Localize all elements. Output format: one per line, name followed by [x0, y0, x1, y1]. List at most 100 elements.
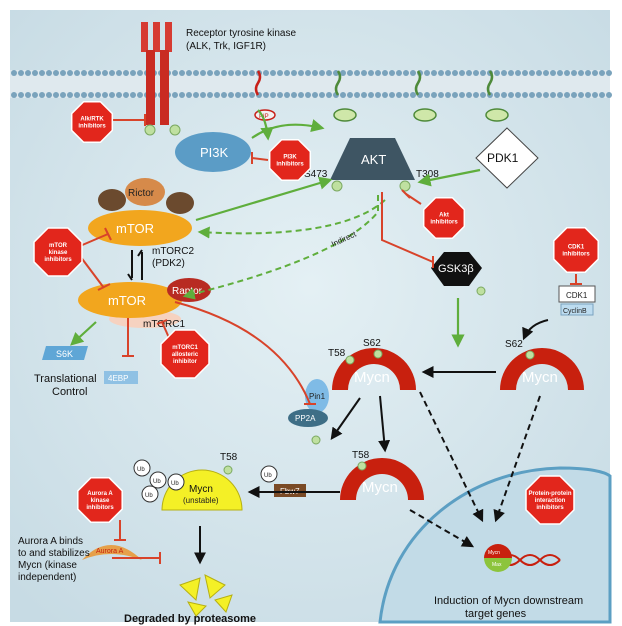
pp2a-label: PP2A — [295, 414, 316, 423]
rictor-node — [125, 178, 165, 206]
mtorc-equilibrium-arrows — [127, 249, 143, 281]
inhibitor-label-line: Alk/RTK — [80, 117, 104, 123]
t58-mid-label: T58 — [352, 450, 370, 461]
indirect-arrows — [182, 195, 386, 300]
rictor-label: Rictor — [128, 188, 155, 199]
cyclinb-label: CyclinB — [563, 308, 587, 315]
cell-membrane — [10, 70, 612, 98]
aurora-caption-3: Mycn (kinase — [18, 560, 77, 571]
degraded-caption: Degraded by proteasome — [124, 613, 256, 625]
pi3k-node — [175, 132, 251, 172]
mycn-right-label: Mycn — [522, 369, 558, 386]
inhibitor-label-line: kinase — [91, 498, 110, 504]
black-arrows — [194, 319, 549, 565]
induction-caption-2: target genes — [465, 608, 527, 620]
pip3-group: PIP — [254, 70, 509, 122]
mtorc2-label: mTORC2 — [152, 246, 194, 257]
s62-left-label: S62 — [363, 338, 381, 349]
inhibitor-label-line: inhibitors — [78, 124, 106, 130]
aurora-caption-1: Aurora A binds — [18, 536, 83, 547]
aurora-a-label: Aurora A — [96, 548, 124, 555]
phospho-dot — [223, 465, 233, 475]
phospho-dot — [144, 124, 156, 136]
degradation-fragments — [179, 574, 233, 617]
inhibitor-label-line: PI3K — [283, 155, 297, 161]
nucleus-mycn-node — [484, 544, 512, 558]
nucleus-max-label: Max — [492, 562, 502, 568]
inhibitor-label-line: inhibitors — [536, 505, 564, 511]
ubiquitin-chain — [133, 459, 278, 503]
ub-label: Ub — [137, 467, 145, 473]
mtorc1-mtor-node — [78, 282, 182, 318]
receptor-tyrosine-kinase — [141, 22, 172, 125]
nucleus-mycn-label: Mycn — [488, 550, 500, 556]
inhibitor-label-line: Aurora A — [87, 491, 113, 497]
inhibitor-label-line: inhibitors — [86, 505, 114, 511]
phospho-dot — [169, 124, 181, 136]
nucleus-max-node — [484, 558, 512, 572]
phospho-dot — [373, 349, 383, 359]
pi3k-label: PI3K — [200, 145, 229, 160]
mycn-t58-label: Mycn — [362, 479, 398, 496]
t58-left-label: T58 — [328, 348, 346, 359]
inhibition-lines — [79, 114, 582, 564]
cyclinb-node — [560, 303, 594, 316]
inhibitor-label-line: inhibitor — [173, 359, 198, 365]
raptor-label: Raptor — [172, 286, 203, 297]
inhibitor-label-line: inhibitors — [430, 220, 458, 226]
phospho-dot — [345, 355, 355, 365]
phospho-dot — [476, 286, 486, 296]
gsk3b-label: GSK3β — [438, 263, 474, 275]
phospho-dot — [331, 180, 343, 192]
pdk2-label: (PDK2) — [152, 258, 185, 269]
pin1-label: Pin1 — [309, 392, 326, 401]
receptor-subtitle: (ALK, Trk, IGF1R) — [186, 41, 266, 52]
mtorc1-mtor-label: mTOR — [108, 293, 146, 308]
4ebp-node — [104, 371, 138, 384]
pp2a-node — [288, 409, 328, 427]
phospho-dot — [525, 350, 535, 360]
ub-label: Ub — [264, 473, 272, 479]
aurora-caption-4: independent) — [18, 572, 76, 583]
inhibitor-label-line: mTORC1 — [172, 345, 198, 351]
ub-label: Ub — [145, 493, 153, 499]
inhibitor-label-line: inhibitors — [562, 252, 590, 258]
mycn-phos-label: Mycn — [354, 369, 390, 386]
mycn-unstable-label: Mycn — [189, 484, 213, 495]
inhibitor-layer: Alk/RTKinhibitorsPI3KinhibitorsAktinhibi… — [33, 100, 599, 525]
t58-ub-label: T58 — [220, 452, 238, 463]
inhibitor-label-line: inhibitors — [276, 162, 304, 168]
translational-label: Translational — [34, 373, 97, 385]
black-dashed-arrows — [409, 391, 541, 548]
inhibitor-label-line: inhibitors — [44, 257, 72, 263]
pdk1-node — [475, 127, 539, 189]
mycn-unstable-sublabel: (unstable) — [183, 496, 219, 505]
activation-arrows — [70, 109, 481, 348]
akt-node — [330, 138, 415, 180]
phospho-dot — [311, 435, 321, 445]
inhibitor-label-line: Akt — [439, 213, 449, 219]
mtorc2-mtor-label: mTOR — [116, 221, 154, 236]
control-label: Control — [52, 386, 87, 398]
inhibitor-label-line: kinase — [49, 250, 68, 256]
pdk1-label: PDK1 — [487, 151, 519, 165]
induction-caption-1: Induction of Mycn downstream — [434, 595, 583, 607]
fbw7-node — [274, 484, 306, 497]
akt-label: AKT — [361, 152, 386, 167]
ub-label: Ub — [171, 481, 179, 487]
mtorc1-label: mTORC1 — [143, 319, 185, 330]
s6k-node — [42, 346, 88, 360]
cdk1-label: CDK1 — [566, 291, 588, 300]
ub-label: Ub — [153, 479, 161, 485]
s6k-label: S6K — [56, 349, 73, 359]
mtorc2-mtor-node — [88, 210, 192, 246]
